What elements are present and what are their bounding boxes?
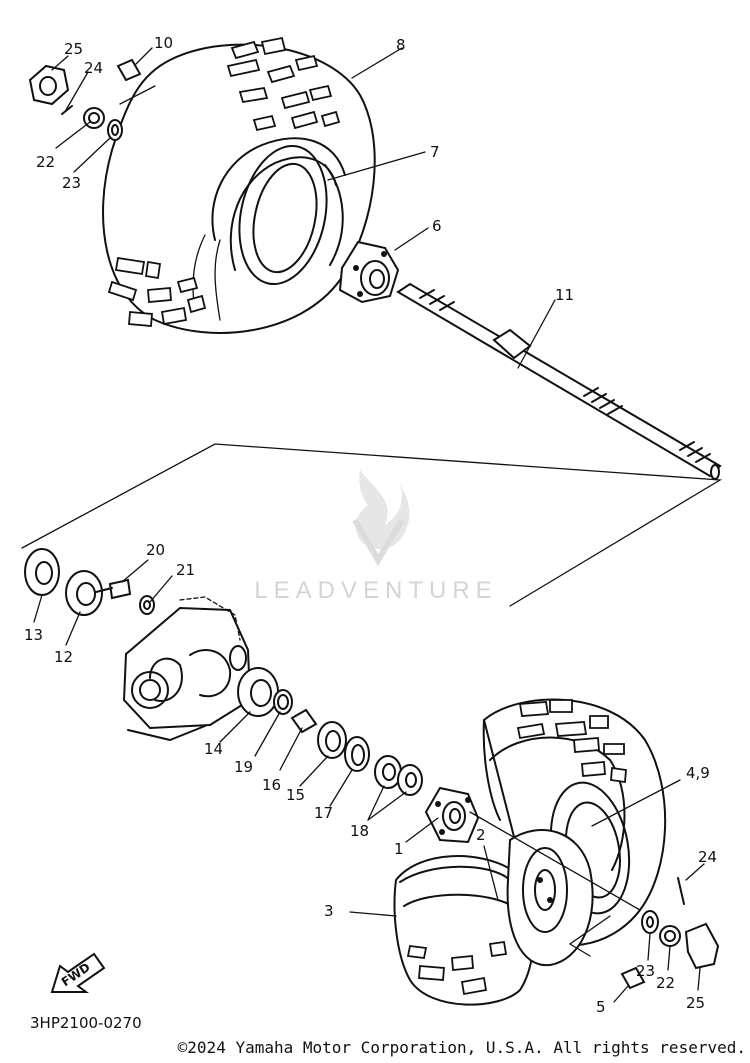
part-labels: 8 7 6 11 10 25 24 22 23 20 21 13 12 14 1… [24, 34, 717, 1032]
label-20: 20 [146, 541, 165, 559]
label-24-top: 24 [84, 59, 103, 77]
wheel-hub-6 [338, 240, 400, 304]
rear-axle-11 [396, 282, 722, 480]
label-23-bottom: 23 [636, 962, 655, 980]
label-15: 15 [286, 786, 305, 804]
label-14: 14 [204, 740, 223, 758]
leader-lines-bottom [349, 779, 705, 1003]
label-25-top: 25 [64, 40, 83, 58]
label-25-bottom: 25 [686, 994, 705, 1012]
forward-arrow-icon: FWD [50, 952, 106, 993]
label-22-top: 22 [36, 153, 55, 171]
label-5: 5 [596, 998, 606, 1016]
top-hardware [28, 58, 142, 141]
bottom-hardware [469, 811, 720, 990]
rear-tire-top [102, 36, 376, 334]
copyright-footer: ©2024 Yamaha Motor Corporation, U.S.A. A… [0, 1038, 750, 1060]
watermark-text: LEADVENTURE [254, 577, 497, 604]
label-2: 2 [476, 826, 486, 844]
rear-wheel-bottom [393, 698, 667, 1006]
label-7: 7 [430, 143, 440, 161]
label-10: 10 [154, 34, 173, 52]
label-11: 11 [555, 286, 574, 304]
label-8: 8 [396, 36, 406, 54]
label-21: 21 [176, 561, 195, 579]
part-code: 3HP2100-0270 [30, 1014, 142, 1032]
watermark: LEADVENTURE [254, 470, 497, 604]
label-13: 13 [24, 626, 43, 644]
label-18: 18 [350, 822, 369, 840]
axle-housing-assembly [122, 596, 252, 741]
copyright-text: ©2024 Yamaha Motor Corporation, U.S.A. A… [177, 1038, 746, 1057]
label-22-bottom: 22 [656, 974, 675, 992]
label-12: 12 [54, 648, 73, 666]
bearings-and-seals [24, 548, 423, 796]
label-4-9: 4,9 [686, 764, 710, 782]
label-6: 6 [432, 217, 442, 235]
label-17: 17 [314, 804, 333, 822]
leader-lines-top [51, 47, 556, 369]
label-19: 19 [234, 758, 253, 776]
label-1: 1 [394, 840, 404, 858]
label-3: 3 [324, 902, 334, 920]
mounting-plane-outline [21, 443, 723, 607]
leader-lines-middle [33, 559, 407, 821]
label-24-bottom: 24 [698, 848, 717, 866]
label-23-top: 23 [62, 174, 81, 192]
label-16: 16 [262, 776, 281, 794]
